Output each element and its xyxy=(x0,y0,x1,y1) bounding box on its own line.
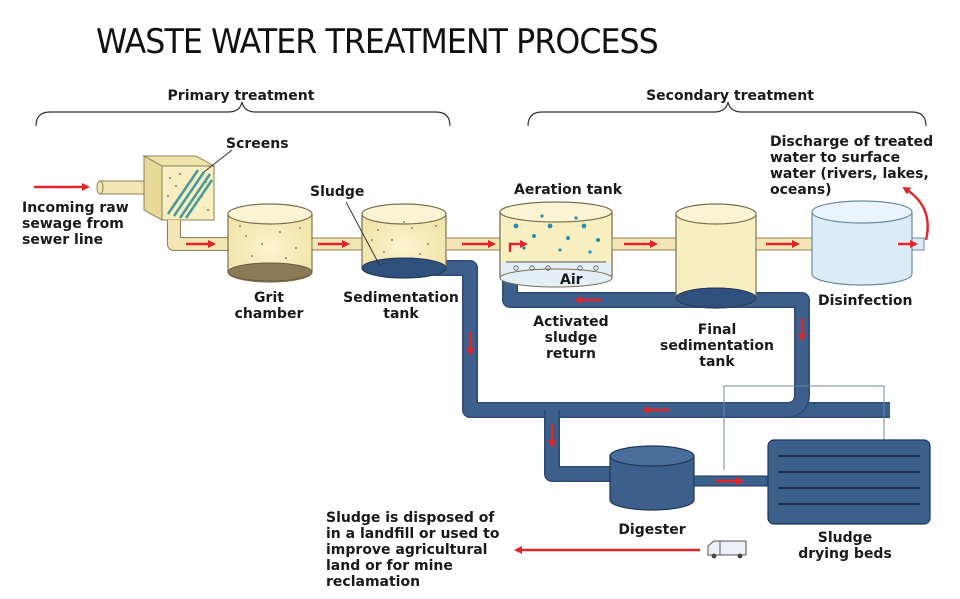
primary-treatment-label: Primary treatment xyxy=(167,88,315,104)
air-label: Air xyxy=(560,272,583,288)
primary-brace xyxy=(35,101,451,127)
aeration-tank-label: Aeration tank xyxy=(514,182,623,198)
final-sedimentation-tank xyxy=(675,203,757,309)
grit-chamber-label: Grit chamber xyxy=(234,290,304,322)
sludge-drying-beds-label: Sludge drying beds xyxy=(798,530,892,562)
final-sedimentation-label: Final sedimentation tank xyxy=(660,322,774,370)
sludge-drying-beds xyxy=(767,439,931,525)
page-title: WASTE WATER TREATMENT PROCESS xyxy=(96,22,659,62)
secondary-treatment-label: Secondary treatment xyxy=(646,88,814,104)
secondary-brace xyxy=(527,101,927,127)
discharge-label: Discharge of treated water to surface wa… xyxy=(770,134,934,198)
sludge-label: Sludge xyxy=(310,184,365,200)
disinfection-label: Disinfection xyxy=(818,293,913,309)
digester-label: Digester xyxy=(618,522,686,538)
screens-box xyxy=(142,155,216,221)
aeration-tank xyxy=(499,201,613,288)
incoming-sewage-label: Incoming raw sewage from sewer line xyxy=(22,200,129,248)
sludge-disposal-label: Sludge is disposed of in a landfill or u… xyxy=(326,510,500,590)
digester xyxy=(609,445,695,511)
truck-icon xyxy=(707,540,747,559)
screens-label: Screens xyxy=(226,136,289,152)
sedimentation-tank-label: Sedimentation tank xyxy=(343,290,459,322)
sedimentation-tank xyxy=(361,203,447,279)
discharge-arrow xyxy=(902,186,929,241)
activated-sludge-label: Activated sludge return xyxy=(533,314,609,362)
grit-chamber xyxy=(227,203,313,283)
disinfection-tank xyxy=(811,200,913,286)
